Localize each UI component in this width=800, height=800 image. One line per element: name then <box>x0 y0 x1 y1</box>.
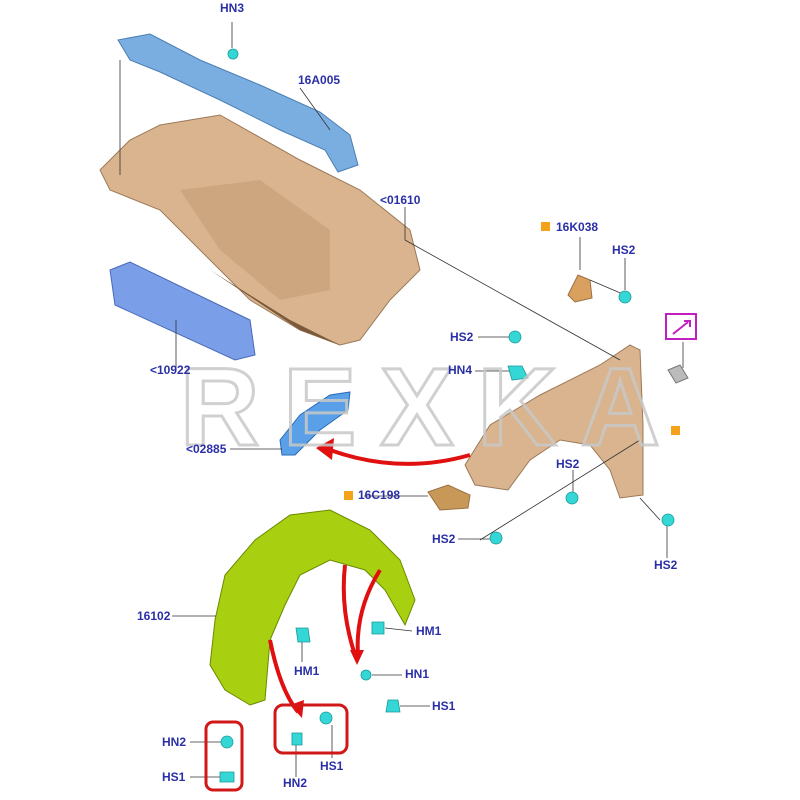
label-hn3: HN3 <box>220 1 244 15</box>
label-hs2-fender: HS2 <box>556 457 580 471</box>
part-fender-clip <box>667 364 689 384</box>
label-hm1-right: HM1 <box>416 624 442 638</box>
part-16a005-crossmember[interactable] <box>117 33 359 173</box>
label-hs2-mid: HS2 <box>450 330 474 344</box>
part-16k038-bracket[interactable] <box>567 274 593 303</box>
label-hn4: HN4 <box>448 363 472 377</box>
label-hn1: HN1 <box>405 667 429 681</box>
label-hn2-box1: HN2 <box>162 735 186 749</box>
label-16c198: 16C198 <box>358 488 400 502</box>
magenta-arrow-icon <box>665 313 697 340</box>
label-16k038: 16K038 <box>556 220 598 234</box>
accent-square-16c198 <box>344 491 353 500</box>
label-hs1-box1: HS1 <box>162 770 186 784</box>
part-fender[interactable] <box>464 344 644 499</box>
highlight-box-hn2-hs1-left <box>204 720 244 792</box>
fasteners <box>219 48 675 783</box>
label-hs2-top: HS2 <box>612 243 636 257</box>
label-hm1-left: HM1 <box>294 664 320 678</box>
label-10922: <10922 <box>150 363 191 377</box>
part-16c198-bracket[interactable] <box>427 484 471 511</box>
label-hs1-box2: HS1 <box>320 759 344 773</box>
label-hs2-right: HS2 <box>654 558 678 572</box>
label-01610: <01610 <box>380 193 421 207</box>
accent-square-16k038 <box>541 222 550 231</box>
label-hn2-box2: HN2 <box>283 776 307 790</box>
part-01610-floor-panel[interactable] <box>99 114 421 346</box>
label-hs2-lower: HS2 <box>432 532 456 546</box>
part-02885-bracket[interactable] <box>279 391 351 456</box>
watermark: REXKA <box>180 346 660 469</box>
label-16102: 16102 <box>137 609 171 623</box>
highlight-box-hn2-hs1-right <box>273 703 349 755</box>
accent-square-fender <box>671 426 680 435</box>
part-10922-panel[interactable] <box>109 261 256 361</box>
label-hs1-right: HS1 <box>432 699 456 713</box>
label-16a005: 16A005 <box>298 73 340 87</box>
label-02885: <02885 <box>186 442 227 456</box>
